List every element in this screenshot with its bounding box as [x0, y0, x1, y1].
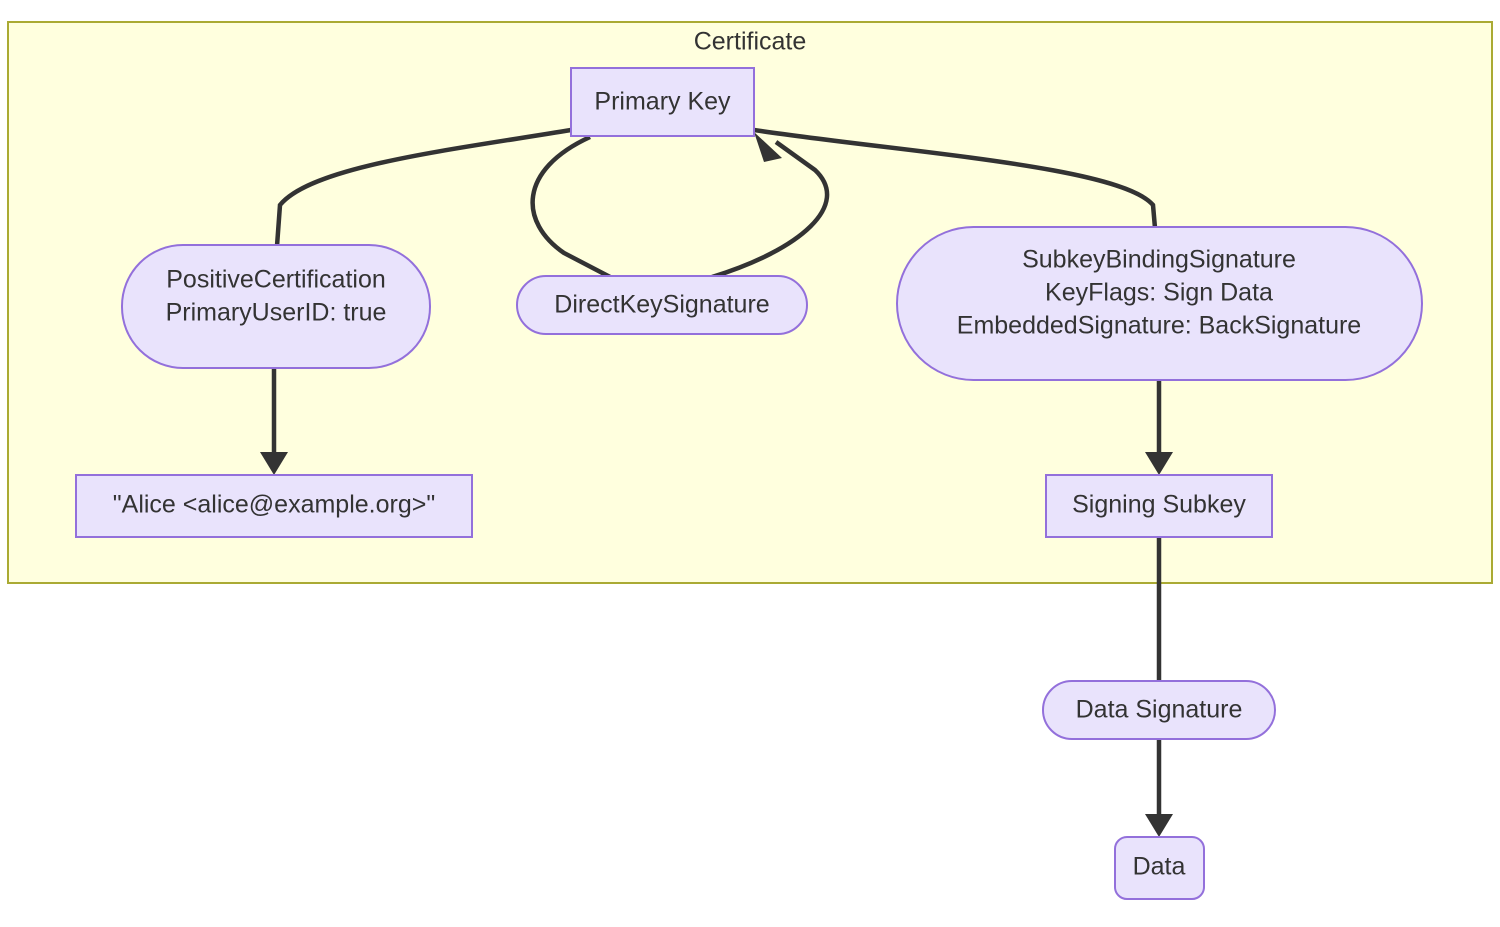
- edge-primarykey-subkeybindingsignature: [753, 127, 1158, 229]
- arrowhead-subkeybindingsignature-signingsubkey: [1145, 452, 1173, 475]
- node-data-signature-label-line-1: Data Signature: [1076, 696, 1243, 724]
- node-user-id-shape[interactable]: [75, 474, 473, 538]
- node-data-shape[interactable]: [1114, 836, 1205, 900]
- node-data[interactable]: Data: [1114, 836, 1205, 900]
- arrowhead-positivecertification-userid: [260, 452, 288, 475]
- node-direct-key-signature-shape[interactable]: [516, 275, 808, 335]
- node-positive-certification-label-line-2: PrimaryUserID: true: [166, 299, 387, 327]
- node-positive-certification-shape[interactable]: [121, 244, 431, 369]
- node-primary-key-label-line-1: Primary Key: [594, 88, 731, 116]
- node-primary-key[interactable]: Primary Key: [570, 67, 755, 137]
- node-layer: Primary Key PositiveCertification Primar…: [75, 67, 1423, 900]
- node-subkey-binding-signature-label-line-2: KeyFlags: Sign Data: [1045, 279, 1273, 307]
- node-direct-key-signature[interactable]: DirectKeySignature: [516, 275, 808, 335]
- node-data-signature[interactable]: Data Signature: [1042, 680, 1276, 740]
- node-data-label-line-1: Data: [1133, 853, 1186, 881]
- arrowhead-directkeysignature-primarykey: [754, 132, 782, 162]
- node-user-id-label-line-1: "Alice <alice@example.org>": [113, 491, 435, 519]
- edge-primarykey-positivecertification: [274, 127, 572, 247]
- node-signing-subkey-shape[interactable]: [1045, 474, 1273, 538]
- node-primary-key-shape[interactable]: [570, 67, 755, 137]
- node-subkey-binding-signature-label-line-1: SubkeyBindingSignature: [1022, 246, 1296, 274]
- node-subkey-binding-signature[interactable]: SubkeyBindingSignature KeyFlags: Sign Da…: [896, 226, 1423, 381]
- edge-layer: [260, 127, 1173, 837]
- edge-primarykey-directkeysignature: [530, 134, 614, 280]
- node-signing-subkey[interactable]: Signing Subkey: [1045, 474, 1273, 538]
- node-user-id[interactable]: "Alice <alice@example.org>": [75, 474, 473, 538]
- node-signing-subkey-label-line-1: Signing Subkey: [1072, 491, 1246, 519]
- node-direct-key-signature-label-line-1: DirectKeySignature: [554, 291, 769, 319]
- subgraph-certificate-title: Certificate: [694, 28, 807, 56]
- node-positive-certification-label-line-1: PositiveCertification: [166, 266, 386, 294]
- node-subkey-binding-signature-label-line-3: EmbeddedSignature: BackSignature: [957, 312, 1361, 340]
- arrowhead-datasignature-data: [1145, 814, 1173, 837]
- node-positive-certification[interactable]: PositiveCertification PrimaryUserID: tru…: [121, 244, 431, 369]
- node-data-signature-shape[interactable]: [1042, 680, 1276, 740]
- node-subkey-binding-signature-shape[interactable]: [896, 226, 1423, 381]
- edge-directkeysignature-primarykey: [711, 140, 830, 280]
